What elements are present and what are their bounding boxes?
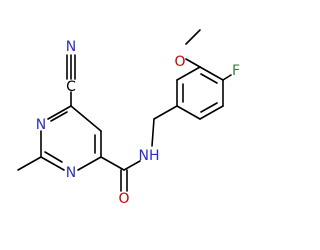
ring-to-carbonyl-bond <box>100 156 125 171</box>
carbonyl-oxygen-label: O <box>118 191 129 207</box>
aryl-to-fluorine-bond <box>222 74 232 81</box>
chemical-structure-diagram: N C N N O NH O F <box>17 29 240 207</box>
ring-bond-c2-n3 <box>40 156 65 171</box>
ring-bond-c6-n1-double <box>50 111 68 122</box>
fluorine-label: F <box>232 63 240 79</box>
nh-to-ch2-bond <box>151 118 155 147</box>
ring-bond-c6-n1 <box>47 105 72 120</box>
benzene-bond-5 <box>199 105 224 120</box>
methyl-bond <box>17 156 42 171</box>
aryl-to-methoxy-oxygen-bond <box>185 58 201 68</box>
methoxy-oxygen-label: O <box>174 54 185 70</box>
ring-bond-n3-c4 <box>77 156 102 171</box>
pyrimidine-upper-nitrogen-label: N <box>36 117 46 133</box>
ring-bond-c5-c6 <box>70 105 102 132</box>
ring-bond-c2-n3-double <box>44 151 63 163</box>
benzene-bond-5-inner <box>200 102 218 113</box>
ch2-to-benzene-bond <box>153 105 178 120</box>
nitrile-carbon-label: C <box>66 79 76 95</box>
carbonyl-to-nh-bond <box>123 160 141 171</box>
benzene-bond-3 <box>199 66 224 81</box>
benzene-bond-2 <box>176 66 201 81</box>
pyrimidine-lower-nitrogen-label: N <box>66 165 76 181</box>
benzene-bond-6 <box>176 105 201 120</box>
benzene-bond-3-inner <box>200 73 218 84</box>
nitrile-nitrogen-label: N <box>66 39 76 55</box>
amide-nh-label: NH <box>139 148 160 164</box>
molecule-canvas: N C N N O NH O F <box>17 29 241 207</box>
methoxy-oxygen-to-methyl-bond <box>185 29 201 45</box>
